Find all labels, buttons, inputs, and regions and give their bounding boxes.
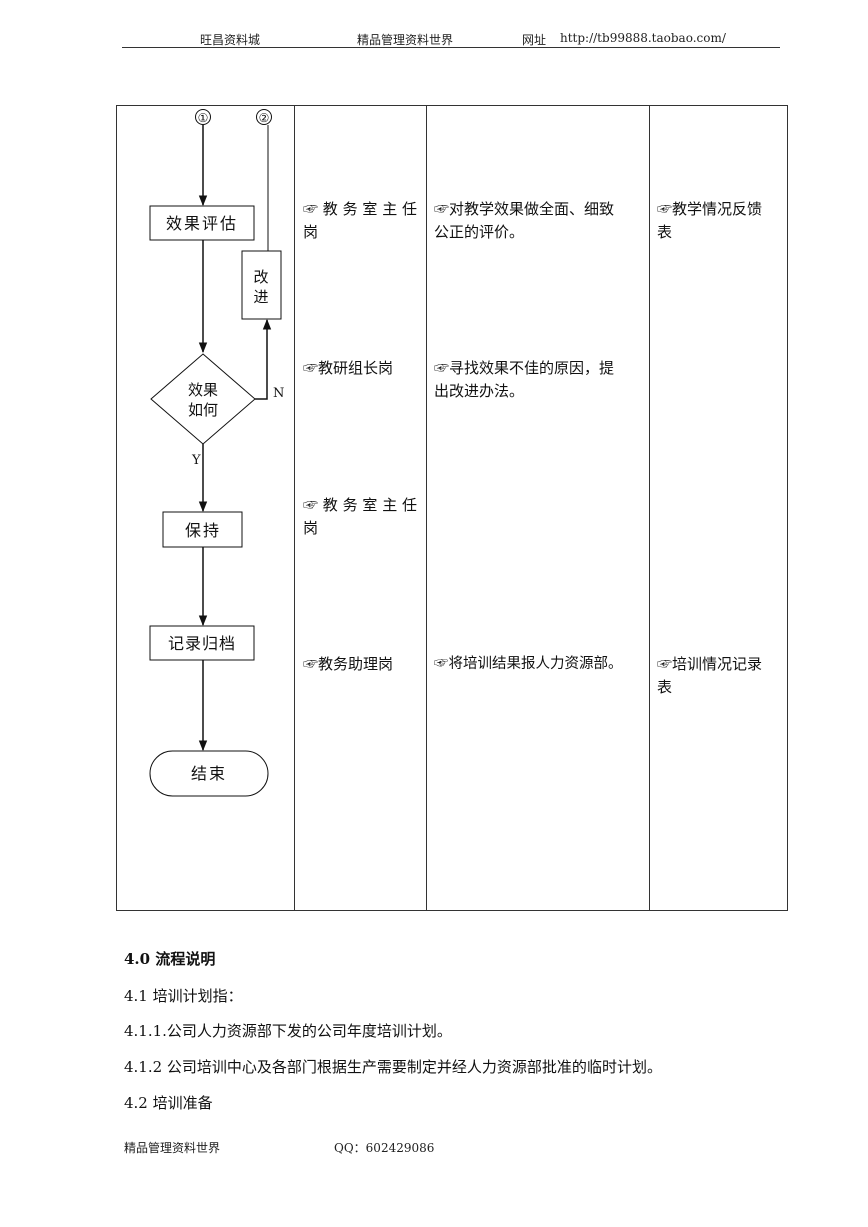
row3-role-cont: 岗: [303, 519, 319, 537]
row4-doc-cont: 表: [657, 678, 673, 696]
table-divider-3: [649, 105, 650, 911]
yes-label: Y: [191, 453, 201, 468]
keep-label: 保持: [185, 521, 221, 540]
keep-box: [162, 511, 243, 548]
row1-doc: ☞教学情况反馈: [657, 200, 763, 218]
footer-qq: QQ：602429086: [334, 1141, 435, 1155]
table-divider-1: [294, 105, 295, 911]
connector-2-label: ②: [259, 111, 270, 125]
row3-role: ☞ 教 务 室 主 任: [303, 496, 417, 514]
row4-role: ☞教务助理岗: [303, 655, 394, 673]
flowchart: ① ② 效果评估 改 进 效果 如何 N Y 保持 记录归档 结束: [149, 109, 284, 797]
row2-role: ☞教研组长岗: [303, 359, 394, 377]
table-divider-2: [426, 105, 427, 911]
row1-role-cont: 岗: [303, 223, 319, 241]
connector-2-circle: [256, 109, 272, 125]
row4-desc: ☞将培训结果报人力资源部。: [434, 656, 623, 672]
no-label: N: [273, 386, 284, 401]
header-url[interactable]: http://tb99888.taobao.com/: [560, 31, 726, 45]
end-label: 结束: [191, 764, 227, 783]
row4-doc: ☞培训情况记录: [657, 655, 763, 673]
end-terminator: [149, 750, 269, 797]
evaluate-label: 效果评估: [166, 214, 238, 233]
header-rule: [122, 47, 780, 48]
header-world: 精品管理资料世界: [357, 33, 454, 47]
decision-label-2: 如何: [188, 401, 218, 419]
row2-desc-cont: 出改进办法。: [434, 382, 525, 400]
decision-diamond: [150, 353, 256, 445]
improve-box: [241, 250, 282, 320]
improve-label-1: 改: [253, 268, 268, 286]
body-line-1: 4.1 培训计划指：: [124, 987, 243, 1005]
body-line-4: 4.2 培训准备: [124, 1094, 213, 1112]
decision-label-1: 效果: [188, 381, 218, 399]
process-table: [116, 105, 788, 911]
body-line-2: 4.1.1.公司人力资源部下发的公司年度培训计划。: [124, 1022, 452, 1040]
connector-1-circle: [195, 109, 211, 125]
footer-left: 精品管理资料世界: [124, 1141, 221, 1155]
body-line-3: 4.1.2 公司培训中心及各部门根据生产需要制定并经人力资源部批准的临时计划。: [124, 1058, 662, 1076]
row1-desc: ☞对教学效果做全面、细致: [434, 200, 615, 218]
header-shop: 旺昌资料城: [200, 33, 261, 47]
evaluate-box: [149, 205, 255, 241]
section-title: 4.0 流程说明: [124, 950, 216, 968]
row2-desc: ☞寻找效果不佳的原因，提: [434, 359, 615, 377]
archive-box: [149, 625, 255, 661]
improve-label-2: 进: [253, 288, 268, 306]
connector-1-label: ①: [198, 111, 209, 125]
row1-role: ☞ 教 务 室 主 任: [303, 200, 417, 218]
arrow-no-to-improve: [255, 318, 272, 400]
row1-doc-cont: 表: [657, 223, 673, 241]
header-url-label: 网址: [522, 33, 547, 47]
archive-label: 记录归档: [168, 634, 236, 653]
row1-desc-cont: 公正的评价。: [434, 223, 525, 241]
